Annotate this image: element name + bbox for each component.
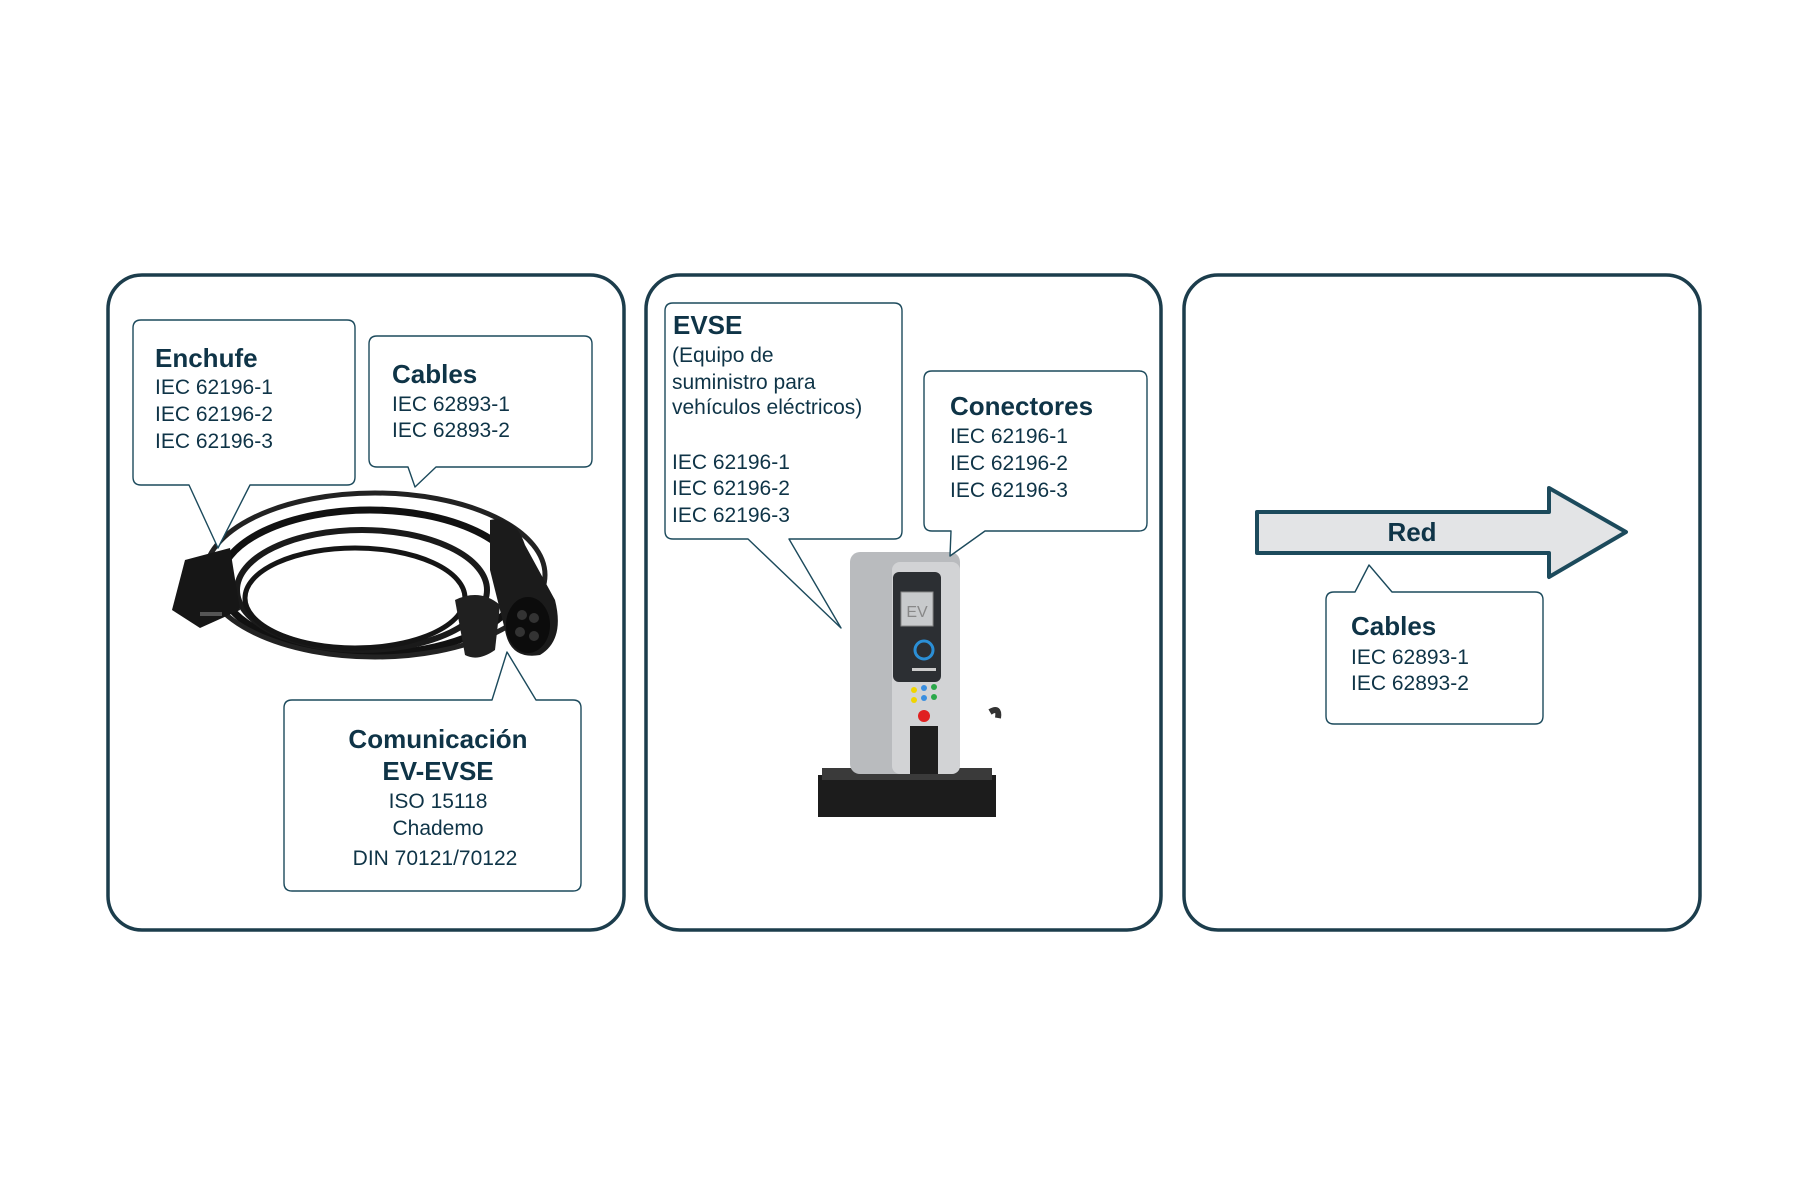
evse-subtitle: suministro para [672, 371, 816, 394]
callout-connectors [923, 370, 1148, 557]
communication-standard: Chademo [392, 817, 483, 840]
grid-arrow-icon [1255, 486, 1628, 579]
plug-standard: IEC 62196-3 [155, 430, 273, 453]
charging-cable-icon [172, 490, 558, 660]
communication-title: EV-EVSE [382, 756, 493, 786]
evse-subtitle: vehículos eléctricos) [672, 396, 862, 419]
cables-title: Cables [392, 359, 477, 389]
evse-standard: IEC 62196-2 [672, 477, 790, 500]
callout-evse [664, 302, 903, 629]
connectors-standard: IEC 62196-3 [950, 479, 1068, 502]
communication-title: Comunicación [348, 724, 527, 754]
grid-cables-standard: IEC 62893-2 [1351, 672, 1469, 695]
evse-standard: IEC 62196-1 [672, 451, 790, 474]
communication-standard: ISO 15118 [389, 790, 488, 813]
charging-station-icon: EV [818, 552, 1002, 817]
callout-grid-cables [1325, 564, 1544, 725]
grid-label: Red [1387, 517, 1436, 547]
plug-standard: IEC 62196-2 [155, 403, 273, 426]
communication-standard: DIN 70121/70122 [353, 847, 518, 870]
plug-title: Enchufe [155, 343, 258, 373]
evse-standard: IEC 62196-3 [672, 504, 790, 527]
grid-cables-standard: IEC 62893-1 [1351, 646, 1469, 669]
connectors-standard: IEC 62196-2 [950, 452, 1068, 475]
evse-subtitle: (Equipo de [672, 344, 774, 367]
cables-standard: IEC 62893-1 [392, 393, 510, 416]
callout-plug [132, 319, 356, 549]
cables-standard: IEC 62893-2 [392, 419, 510, 442]
callout-cables [368, 335, 593, 488]
evse-title: EVSE [673, 310, 742, 340]
callout-communication [283, 651, 582, 892]
screen-label: EV [906, 604, 928, 621]
grid-cables-title: Cables [1351, 611, 1436, 641]
connectors-standard: IEC 62196-1 [950, 425, 1068, 448]
connectors-title: Conectores [950, 391, 1093, 421]
plug-standard: IEC 62196-1 [155, 376, 273, 399]
